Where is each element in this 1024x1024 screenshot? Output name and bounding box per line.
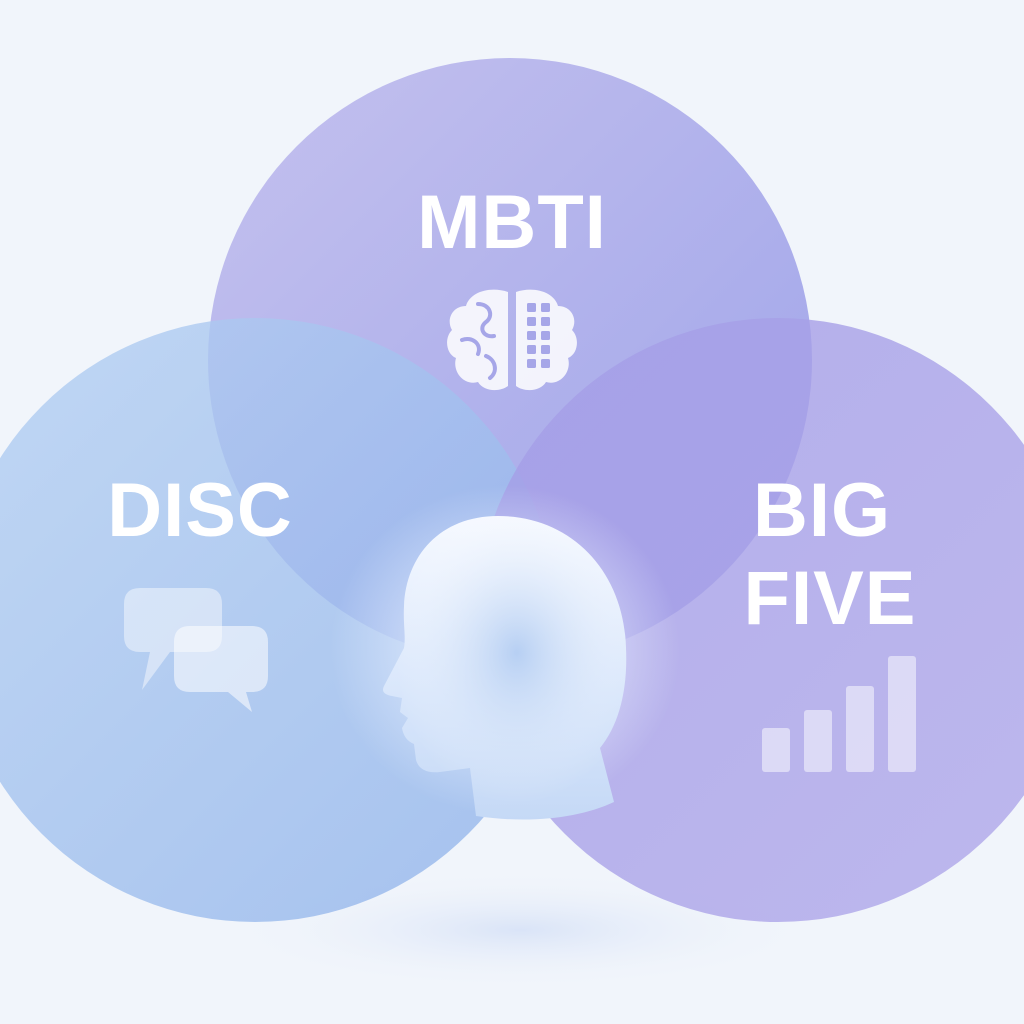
brain-grid-cells — [527, 303, 550, 368]
mbti-label: MBTI — [417, 180, 607, 265]
speech-bubbles-icon — [124, 588, 268, 712]
bar-chart-icon — [762, 656, 916, 772]
brain-fold-lines — [460, 302, 497, 380]
big-five-label-line-2: FIVE — [744, 556, 917, 641]
big-five-group: BIG FIVE — [744, 468, 917, 772]
human-head-profile-icon — [330, 485, 680, 820]
mbti-group: MBTI — [417, 180, 607, 391]
disc-group: DISC — [107, 468, 293, 712]
big-five-label-line-1: BIG — [753, 468, 891, 553]
disc-label: DISC — [107, 468, 293, 553]
